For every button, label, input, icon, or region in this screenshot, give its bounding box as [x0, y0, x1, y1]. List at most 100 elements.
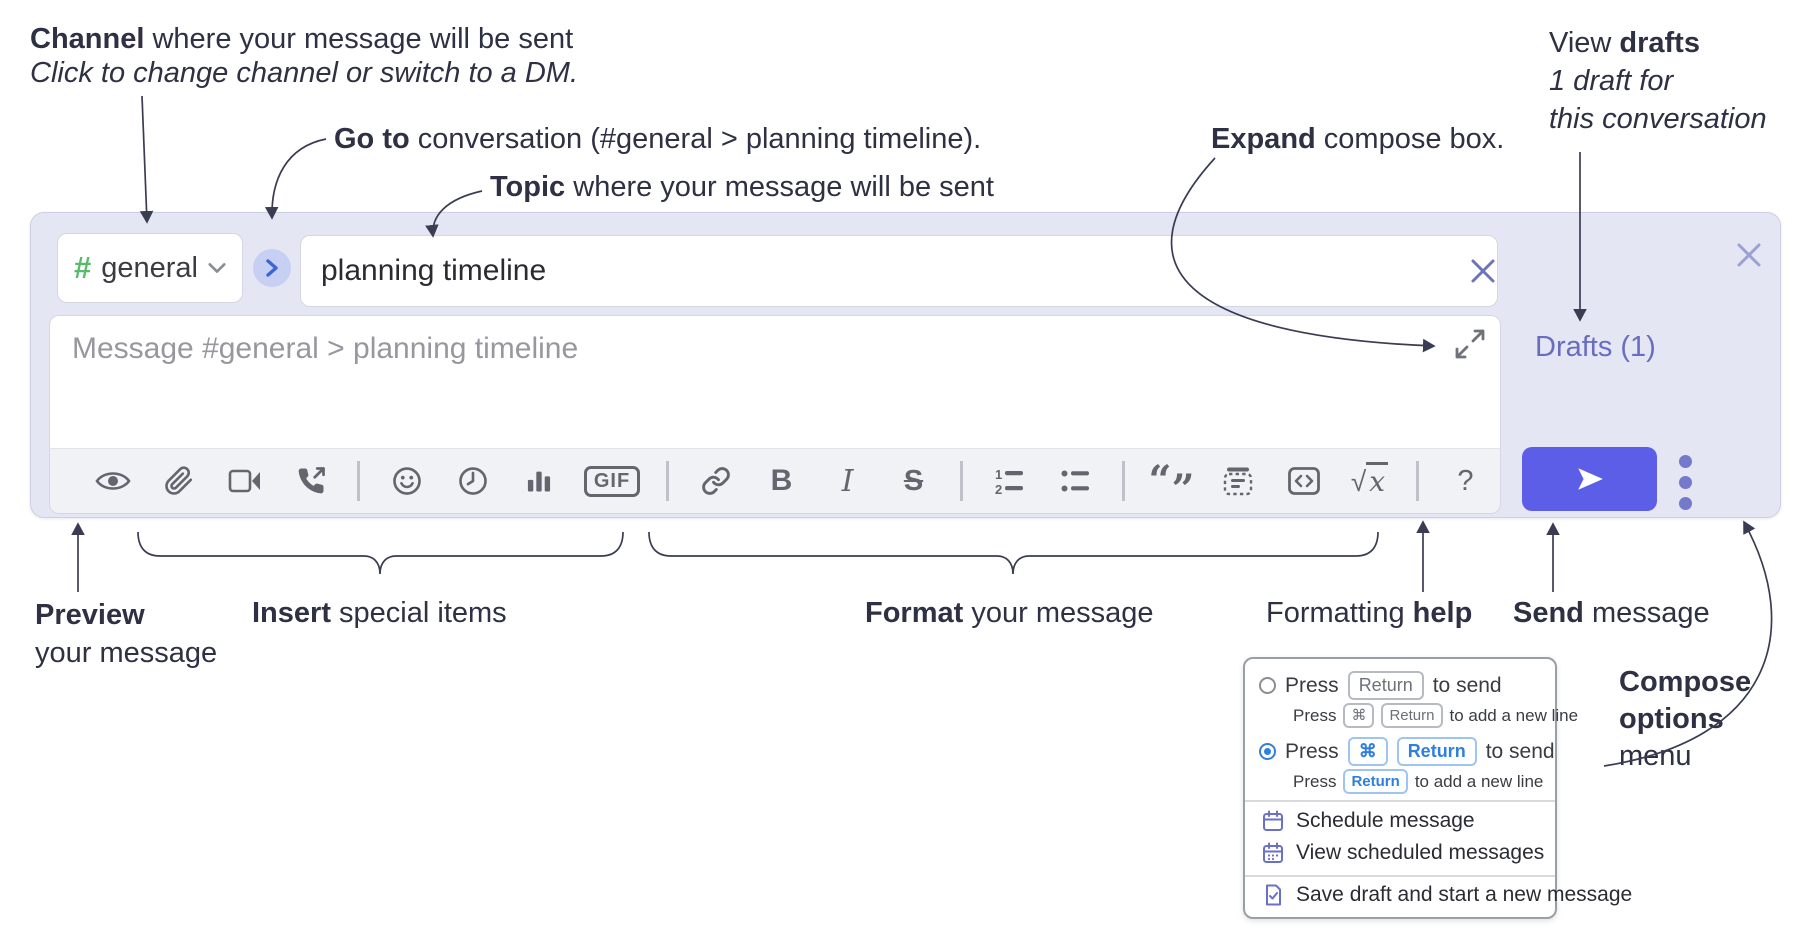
send-option-cmd-return[interactable]: Press ⌘ Return to send — [1259, 737, 1555, 766]
gif-icon: GIF — [583, 465, 641, 497]
smiley-icon — [392, 467, 421, 495]
expand-compose-icon[interactable] — [1454, 328, 1486, 360]
link-button[interactable] — [687, 455, 744, 507]
annotation-preview: Preview your message — [35, 599, 218, 669]
brace-format-group — [648, 531, 1379, 575]
strikethrough-icon: S — [903, 464, 924, 497]
send-option-return[interactable]: Press Return to send — [1259, 671, 1502, 700]
formatting-help-button[interactable]: ? — [1437, 455, 1494, 507]
send-option-cmd-return-sub: Press Return to add a new line — [1293, 769, 1543, 794]
annotation-compose-options: Compose options menu — [1619, 666, 1752, 772]
question-mark-icon: ? — [1457, 464, 1474, 497]
key-return: Return — [1381, 703, 1443, 728]
link-icon — [701, 467, 730, 495]
annotation-view-drafts: View drafts 1 draft for this conversatio… — [1549, 27, 1767, 135]
channel-hash-icon: # — [74, 250, 92, 285]
chevron-down-icon — [208, 263, 226, 273]
math-button[interactable]: √x — [1341, 455, 1398, 507]
add-poll-button[interactable] — [510, 455, 567, 507]
key-return: Return — [1347, 671, 1424, 700]
numbered-list-button[interactable]: 1 2 — [981, 455, 1038, 507]
annotation-format: Format your message — [865, 597, 1154, 629]
toolbar-divider — [1122, 461, 1125, 501]
add-gif-button[interactable]: GIF — [576, 455, 648, 507]
channel-name: general — [101, 251, 198, 284]
arrow-goto — [264, 138, 327, 220]
annotation-goto: Go to conversation (#general > planning … — [334, 123, 982, 155]
annotation-channel: Channel where your message will be sent … — [30, 23, 579, 89]
clear-topic-button[interactable] — [1469, 257, 1497, 285]
svg-text:1: 1 — [995, 467, 1002, 482]
draft-document-icon — [1266, 884, 1281, 906]
key-return: Return — [1396, 737, 1477, 766]
math-icon: √x — [1351, 461, 1389, 498]
clock-icon — [458, 467, 487, 495]
code-button[interactable] — [1275, 455, 1332, 507]
close-icon — [1471, 259, 1495, 283]
preview-button[interactable] — [84, 455, 141, 507]
phone-call-icon — [298, 467, 325, 494]
emoji-button[interactable] — [378, 455, 435, 507]
add-global-time-button[interactable] — [444, 455, 501, 507]
popup-divider — [1245, 800, 1555, 802]
compose-box: # general planning timeline Message #gen… — [30, 212, 1781, 518]
compose-textarea[interactable]: Message #general > planning timeline — [49, 315, 1501, 448]
toolbar-divider — [960, 461, 963, 501]
calendar-icon — [1263, 810, 1283, 831]
arrow-channel — [139, 95, 154, 224]
bold-icon: B — [770, 464, 793, 497]
menu-item-save-draft[interactable]: Save draft and start a new message — [1261, 883, 1632, 907]
toolbar-divider — [1416, 461, 1419, 501]
topic-value: planning timeline — [321, 254, 547, 287]
attach-file-button[interactable] — [150, 455, 207, 507]
italic-icon: I — [841, 463, 854, 499]
channel-selector[interactable]: # general — [57, 233, 243, 303]
numbered-list-icon: 1 2 — [995, 467, 1023, 495]
bold-button[interactable]: B — [753, 455, 810, 507]
ellipsis-dot — [1679, 476, 1692, 489]
compose-toolbar: GIF B I S 1 2 — [49, 448, 1501, 514]
toolbar-divider — [357, 461, 360, 501]
compose-options-popup: Press Return to send Press ⌘ Return to a… — [1243, 657, 1632, 919]
topic-input[interactable]: planning timeline — [300, 235, 1498, 307]
video-camera-icon — [228, 469, 260, 493]
compose-options-menu-button[interactable] — [1679, 455, 1693, 510]
add-video-call-button[interactable] — [216, 455, 273, 507]
bar-chart-icon — [527, 471, 550, 492]
key-return: Return — [1343, 769, 1408, 794]
radio-selected-icon[interactable] — [1259, 743, 1276, 760]
close-compose-button[interactable] — [1735, 241, 1763, 269]
ellipsis-dot — [1679, 455, 1692, 468]
drafts-link[interactable]: Drafts (1) — [1535, 331, 1656, 363]
send-button[interactable] — [1522, 447, 1657, 511]
quote-button[interactable]: “” — [1143, 455, 1200, 510]
bulleted-list-button[interactable] — [1047, 455, 1104, 507]
annotation-topic: Topic where your message will be sent — [490, 171, 994, 203]
key-cmd: ⌘ — [1347, 737, 1388, 766]
annotation-formatting-help: Formatting help — [1266, 597, 1473, 629]
menu-item-schedule-message[interactable]: Schedule message — [1261, 809, 1475, 833]
go-to-conversation-button[interactable] — [253, 249, 291, 287]
toolbar-divider — [666, 461, 669, 501]
send-option-return-sub: Press ⌘ Return to add a new line — [1293, 703, 1578, 728]
spoiler-button[interactable] — [1209, 455, 1266, 507]
annotation-send: Send message — [1513, 597, 1710, 629]
annotation-expand: Expand compose box. — [1211, 123, 1505, 155]
svg-text:2: 2 — [995, 482, 1002, 495]
calendar-grid-icon — [1263, 842, 1283, 863]
annotation-insert: Insert special items — [252, 597, 507, 629]
spoiler-icon — [1223, 467, 1252, 496]
popup-divider — [1245, 875, 1555, 877]
paper-plane-icon — [1577, 468, 1603, 490]
italic-button[interactable]: I — [819, 455, 876, 507]
add-voice-call-button[interactable] — [282, 455, 339, 507]
strikethrough-button[interactable]: S — [885, 455, 942, 507]
radio-unselected-icon[interactable] — [1259, 677, 1276, 694]
menu-item-view-scheduled-messages[interactable]: View scheduled messages — [1261, 841, 1544, 865]
code-icon — [1287, 467, 1320, 495]
eye-icon — [94, 472, 131, 490]
paperclip-icon — [164, 466, 192, 495]
bulleted-list-icon — [1061, 470, 1089, 492]
brace-insert-group — [137, 531, 624, 575]
key-cmd: ⌘ — [1343, 703, 1375, 728]
